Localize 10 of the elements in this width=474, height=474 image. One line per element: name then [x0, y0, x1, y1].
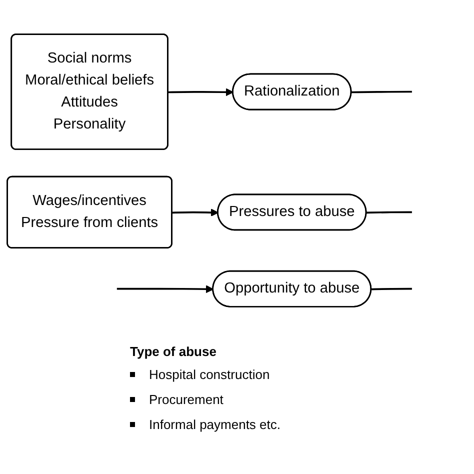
list-heading: Type of abuse — [130, 344, 218, 359]
list-item: Informal payments etc. — [130, 417, 280, 432]
arrow — [168, 88, 234, 96]
list-item: Hospital construction — [130, 367, 280, 382]
connector — [351, 90, 412, 93]
connector — [371, 287, 412, 290]
list-item: Procurement — [130, 392, 280, 407]
arrow — [116, 284, 214, 293]
connector — [366, 210, 412, 214]
arrow — [172, 208, 219, 216]
